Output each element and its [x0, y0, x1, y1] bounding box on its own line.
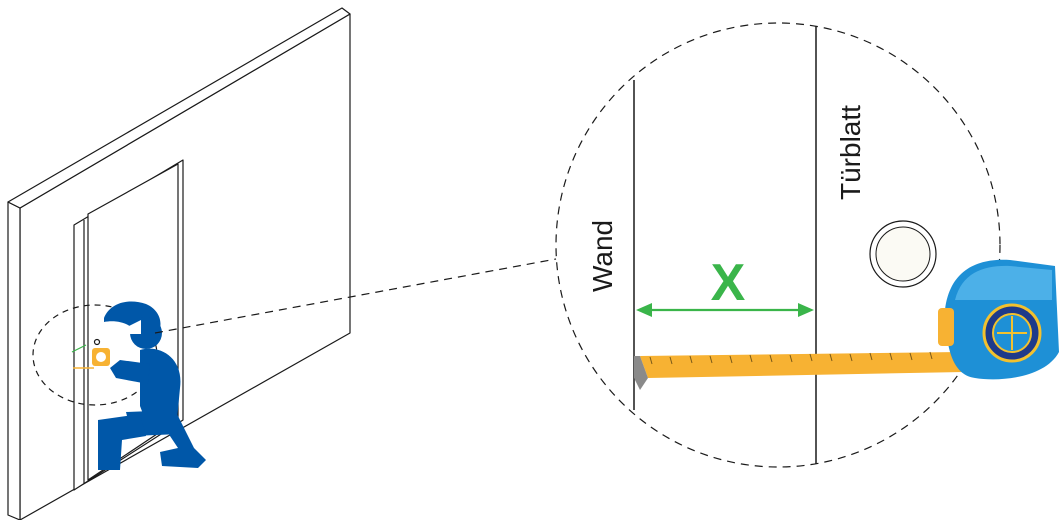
worker-face — [129, 320, 141, 334]
zoom-detail: Wand Türblatt X — [555, 22, 1059, 468]
door-knob-icon — [869, 220, 937, 288]
door-leaf-label: Türblatt — [835, 105, 866, 200]
small-tape-measure-icon — [73, 348, 110, 369]
double-arrow-icon — [636, 303, 814, 317]
small-arrow-icon — [71, 344, 87, 353]
wall-top-edge — [7, 7, 351, 209]
distance-label: X — [711, 254, 746, 312]
tape-blade — [634, 351, 964, 390]
tape-measure-icon — [938, 259, 1059, 380]
kneeling-worker-icon — [98, 301, 206, 470]
zoom-connector-line — [154, 258, 557, 334]
small-door-knob-icon — [93, 338, 101, 346]
wall-label: Wand — [587, 220, 618, 292]
wall-side-edge — [7, 201, 21, 520]
